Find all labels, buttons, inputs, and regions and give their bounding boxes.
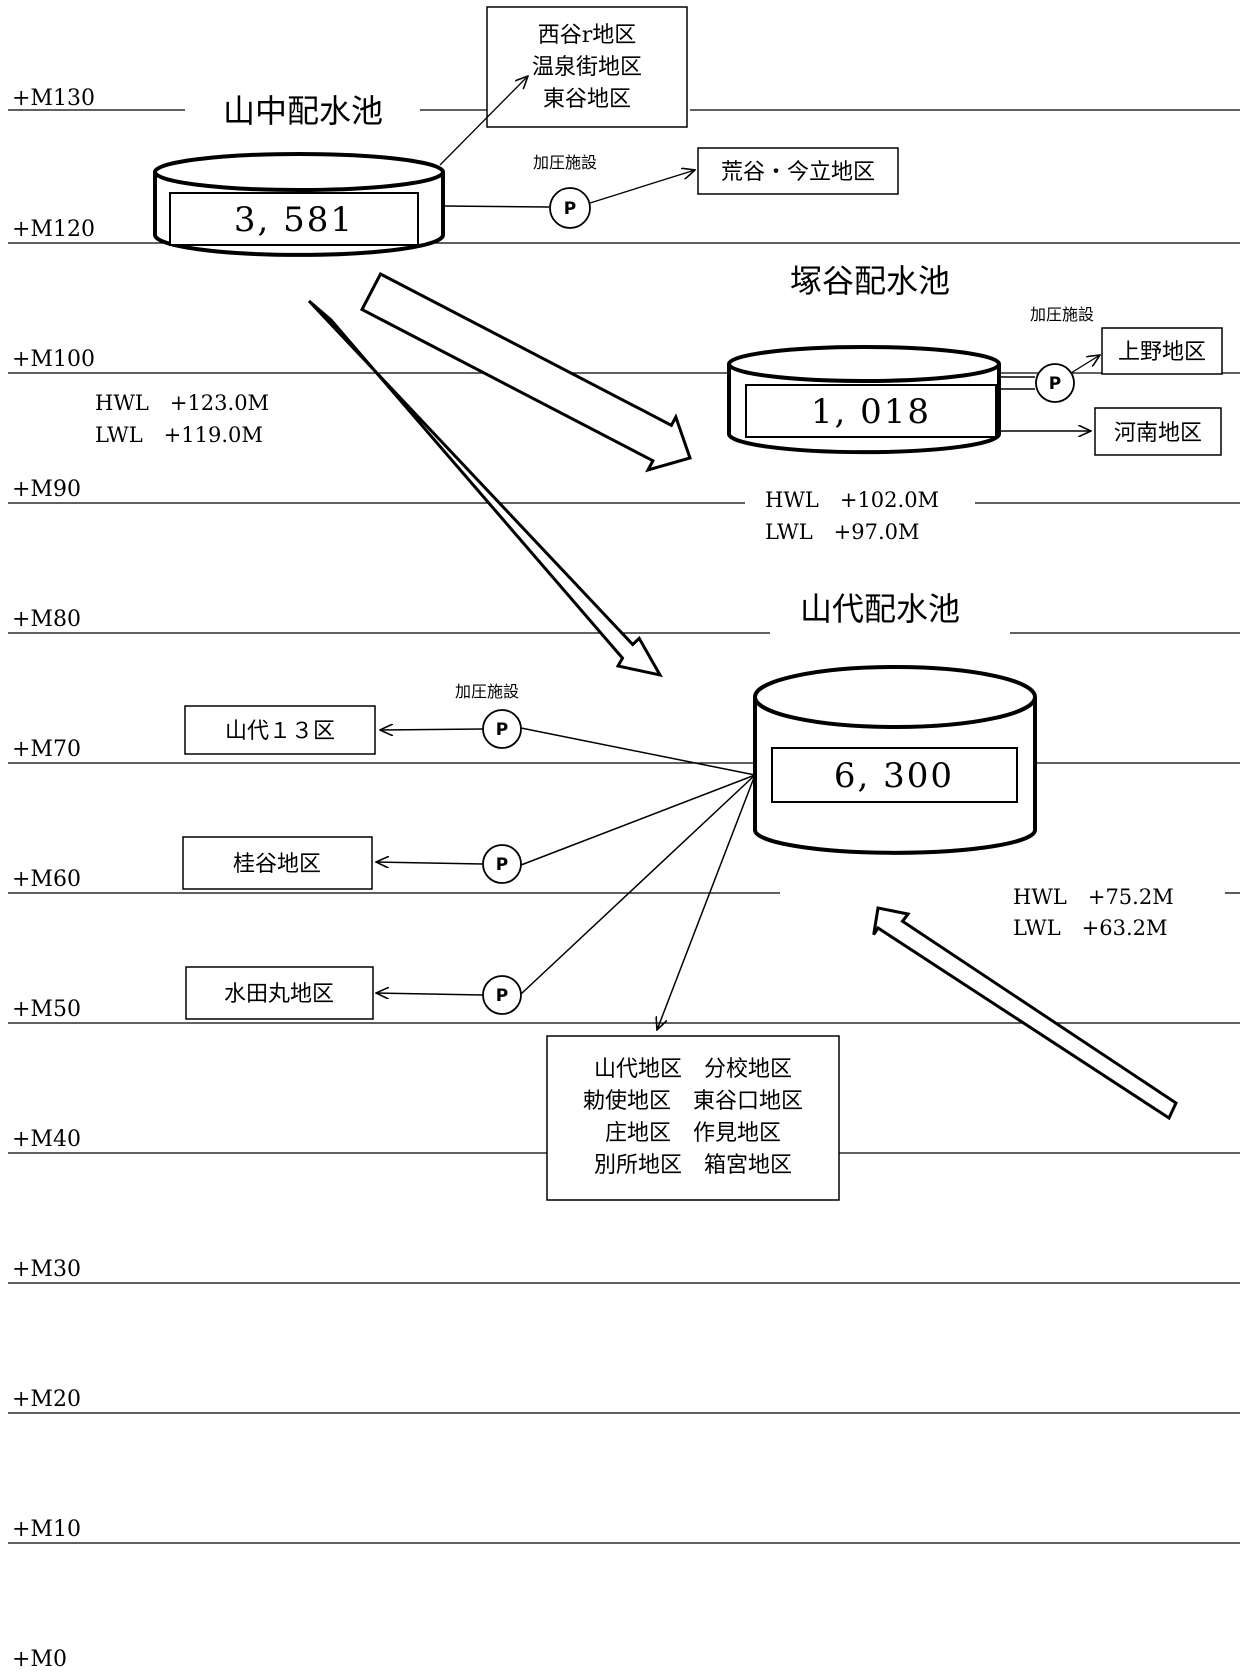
reservoir-name: 山中配水池 — [223, 92, 383, 130]
yamashiro-districts-box: 山代地区 分校地区 勅使地区 東谷口地区 庄地区 作見地区 別所地区 箱宮地区 — [546, 1035, 840, 1201]
lwl-label: LWL +97.0M — [765, 520, 920, 544]
capacity-box — [169, 192, 419, 246]
top-area-box: 西谷r地区 温泉街地区 東谷地区 — [486, 6, 688, 128]
area-label: 庄地区 作見地区 — [605, 1121, 781, 1146]
flow-line — [380, 729, 484, 730]
svg-text:P: P — [496, 986, 508, 1006]
level-label: +M0 — [12, 1647, 67, 1672]
flow-line — [520, 727, 756, 776]
flow-line — [376, 993, 484, 995]
elevation-labels: +M130 +M120 +M100 +M90 +M80 +M70 +M60 +M… — [12, 86, 95, 1672]
level-label: +M70 — [12, 737, 81, 762]
svg-text:P: P — [496, 855, 508, 875]
flow-line — [376, 862, 484, 864]
level-label: +M60 — [12, 867, 81, 892]
reservoir-capacity: 1, 018 — [811, 392, 931, 432]
level-label: +M80 — [12, 607, 81, 632]
level-label: +M20 — [12, 1387, 81, 1412]
hwl-label: HWL +123.0M — [95, 391, 269, 415]
reservoir-name: 塚谷配水池 — [790, 262, 950, 300]
aratani-area-box: 荒谷・今立地区 — [697, 147, 899, 195]
level-label: +M50 — [12, 997, 81, 1022]
area-label: 山代１３区 — [225, 719, 335, 744]
yamashiro-reservoir: 山代配水池 6, 300 HWL +75.2M LWL +63.2M — [753, 590, 1220, 944]
pump-icon: P — [549, 187, 591, 229]
flow-line — [439, 76, 528, 166]
kawaminami-area-box: 河南地区 — [1094, 407, 1222, 456]
svg-text:P: P — [496, 720, 508, 740]
tsukatani-reservoir: 塚谷配水池 1, 018 HWL +102.0M LWL +97.0M — [727, 262, 1001, 549]
mizutamaru-area-box: 水田丸地区 — [185, 966, 374, 1020]
pump-icon: P — [482, 975, 522, 1015]
area-label: 山代地区 分校地区 — [594, 1057, 792, 1082]
reservoir-name: 山代配水池 — [800, 590, 960, 628]
capacity-box — [745, 384, 997, 438]
booster-label: 加圧施設 — [455, 682, 519, 701]
ueno-area-box: 上野地区 — [1101, 327, 1223, 375]
svg-text:P: P — [1049, 374, 1061, 394]
katsuratani-area-box: 桂谷地区 — [182, 836, 373, 890]
area-label: 河南地区 — [1114, 421, 1202, 446]
flow-line — [589, 170, 695, 204]
hwl-label: HWL +75.2M — [1013, 885, 1174, 909]
pump-icon: P — [1035, 363, 1075, 403]
hwl-label: HWL +102.0M — [765, 488, 939, 512]
flow-line — [1070, 355, 1100, 374]
area-label: 別所地区 箱宮地区 — [594, 1153, 792, 1178]
level-label: +M40 — [12, 1127, 81, 1152]
area-label: 東谷地区 — [543, 87, 631, 112]
pump-icon: P — [482, 844, 522, 884]
reservoir-capacity: 3, 581 — [234, 200, 354, 240]
level-label: +M130 — [12, 86, 95, 111]
booster-label: 加圧施設 — [533, 153, 597, 172]
area-label: 荒谷・今立地区 — [721, 160, 875, 185]
lwl-label: LWL +119.0M — [95, 423, 263, 447]
elevation-lines — [8, 109, 1240, 1544]
level-label: +M120 — [12, 217, 95, 242]
area-label: 桂谷地区 — [233, 852, 321, 877]
flow-line — [442, 205, 550, 208]
level-label: +M100 — [12, 347, 95, 372]
reservoir-capacity: 6, 300 — [834, 756, 954, 796]
yamanaka-reservoir: 山中配水池 3, 581 HWL +123.0M LWL +119.0M — [95, 92, 445, 447]
area-label: 勅使地区 東谷口地区 — [583, 1089, 803, 1114]
transfer-arrow — [307, 299, 663, 678]
area-label: 水田丸地区 — [224, 982, 334, 1007]
flow-line — [657, 774, 756, 1030]
svg-text:P: P — [564, 199, 576, 219]
pump-icon: P — [482, 709, 522, 749]
lwl-label: LWL +63.2M — [1013, 916, 1168, 940]
flow-line — [520, 774, 756, 995]
area-label: 温泉街地区 — [532, 55, 642, 80]
flow-line — [520, 774, 756, 866]
level-label: +M30 — [12, 1257, 81, 1282]
capacity-box — [771, 747, 1018, 803]
transfer-arrow — [359, 271, 692, 473]
area-label: 上野地区 — [1118, 340, 1206, 365]
transfer-arrow — [872, 906, 1178, 1121]
level-label: +M90 — [12, 477, 81, 502]
booster-label: 加圧施設 — [1030, 305, 1094, 324]
area-label: 西谷r地区 — [538, 23, 637, 48]
level-label: +M10 — [12, 1517, 81, 1542]
yamashiro13-area-box: 山代１３区 — [184, 705, 376, 755]
